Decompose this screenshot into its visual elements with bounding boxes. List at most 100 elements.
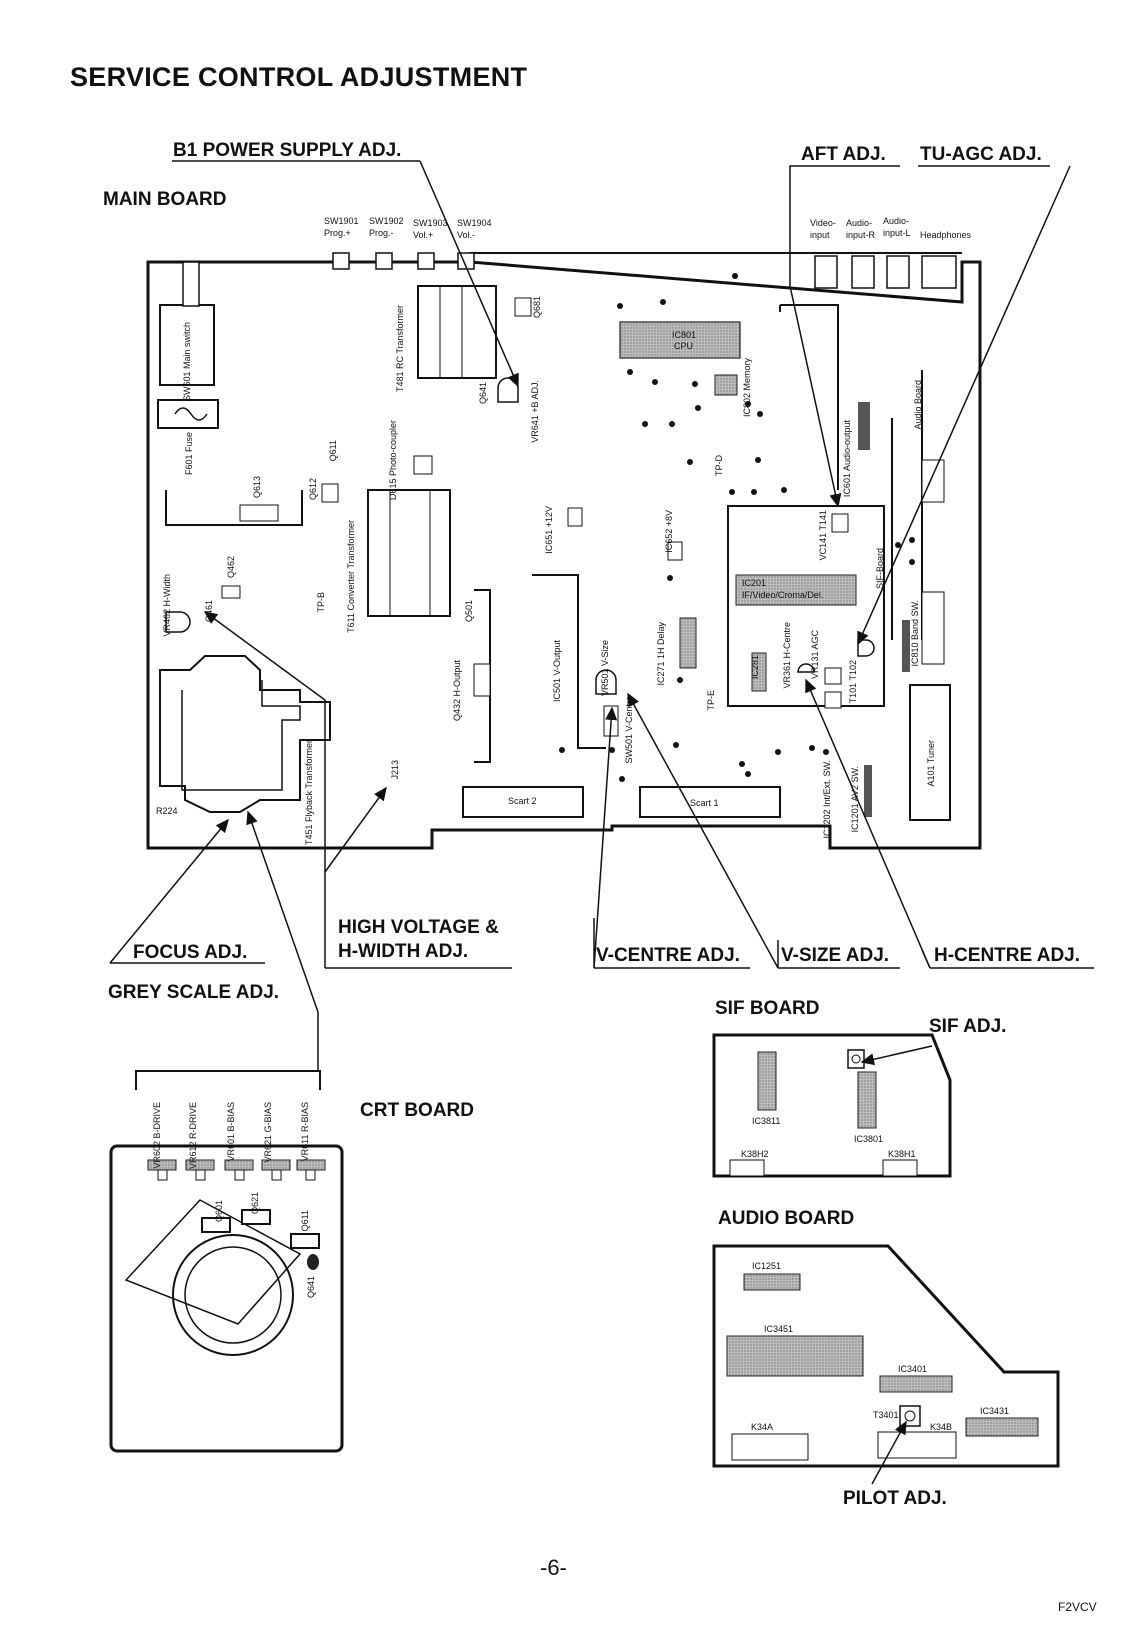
sw1904-label: SW1904 xyxy=(457,218,492,228)
scart1-label: Scart 1 xyxy=(690,798,719,808)
b1-power-adj-label: B1 POWER SUPPLY ADJ. xyxy=(173,140,402,161)
tpd-label: TP-D xyxy=(714,455,724,476)
t451-label: T451 Flyback Transformer xyxy=(304,740,314,846)
ic651-label: IC651 +12V xyxy=(544,506,554,554)
ic601-label: IC601 Audio-output xyxy=(842,420,852,498)
t611-label: T611 Converter Transformer xyxy=(346,520,356,633)
ic810-label: IC810 Band SW. xyxy=(910,600,920,667)
tpb-label: TP-B xyxy=(316,592,326,613)
video-input-label-2: input xyxy=(810,230,830,240)
sif-board-slot-label: SIF-Board xyxy=(875,548,885,590)
converter-transformer xyxy=(367,489,451,617)
audio-board-outline xyxy=(712,1244,1060,1468)
q611-crt-label: Q611 xyxy=(300,1210,310,1232)
audio-r-label: Audio- xyxy=(846,218,873,228)
main-switch xyxy=(159,304,215,386)
sw601-label: SW601 Main switch xyxy=(182,322,192,402)
t481-label: T481 RC Transformer xyxy=(395,305,405,393)
ic801-label: IC801 xyxy=(672,330,697,340)
ic801-cpu xyxy=(619,321,741,359)
ic201-label: IC201 xyxy=(742,578,767,588)
q612-label: Q612 xyxy=(308,478,318,501)
video-input-label: Video- xyxy=(810,218,836,228)
ic652-label: IC652 +8V xyxy=(664,510,674,553)
t3401-label: T3401 xyxy=(873,1410,899,1420)
sw1902-label: SW1902 xyxy=(369,216,404,226)
vr462-label: VR462 H-Width xyxy=(162,574,172,637)
sw1901-label: SW1901 xyxy=(324,216,359,226)
headphones-label: Headphones xyxy=(920,230,972,240)
ic281-label: IC281 xyxy=(750,655,760,680)
ic201 xyxy=(735,574,857,606)
sif-board-outline xyxy=(712,1033,952,1178)
ic802-label: IC802 Memory xyxy=(742,358,752,418)
q462-label: Q462 xyxy=(226,556,236,579)
ic271-label: IC271 1H Delay xyxy=(656,622,666,686)
main-board-outline xyxy=(146,260,982,850)
grey-scale-adj-label: GREY SCALE ADJ. xyxy=(108,982,280,1003)
tpe-label: TP-E xyxy=(706,690,716,711)
aft-adj-label: AFT ADJ. xyxy=(801,144,886,165)
fuse xyxy=(157,399,219,429)
k34a-label: K34A xyxy=(751,1422,774,1432)
main-board-label: MAIN BOARD xyxy=(103,189,227,210)
q601-label: Q601 xyxy=(214,1200,224,1223)
v-size-adj-label: V-SIZE ADJ. xyxy=(781,945,890,966)
vr601-label: VR601 B-BIAS xyxy=(226,1102,236,1162)
pilot-adj-label: PILOT ADJ. xyxy=(843,1488,947,1509)
ic201-fn: IF/Video/Croma/Del. xyxy=(742,590,824,600)
a101-label: A101 Tuner xyxy=(926,740,936,787)
vr611-label: VR611 R-BIAS xyxy=(300,1102,310,1162)
crt-presets xyxy=(147,1159,326,1171)
focus-adj-label: FOCUS ADJ. xyxy=(133,942,248,963)
document-code: F2VCV xyxy=(1058,1600,1097,1614)
crt-board-label: CRT BOARD xyxy=(360,1100,474,1121)
vr612-label: VR612 R-DRIVE xyxy=(188,1102,198,1170)
audio-l-label: Audio- xyxy=(883,216,910,226)
crt-board-outline xyxy=(109,1144,344,1453)
t141-label: VC141 T141 xyxy=(818,510,828,561)
q432-label: Q432 H-Output xyxy=(452,660,462,722)
vr621-label: VR621 G-BIAS xyxy=(263,1102,273,1163)
sw1903-fn: Vol.+ xyxy=(413,230,434,240)
sw1903-label: SW1903 xyxy=(413,218,448,228)
crt-socket xyxy=(172,1234,294,1356)
d615-label: D615 Photo-coupler xyxy=(388,420,398,501)
scart-2 xyxy=(462,786,584,818)
q621-label: Q621 xyxy=(250,1192,260,1215)
q641-crt-label: Q641 xyxy=(306,1276,316,1299)
sw1902-fn: Prog.- xyxy=(369,228,394,238)
sif-board-label: SIF BOARD xyxy=(715,998,820,1019)
q641-label: Q641 xyxy=(478,382,488,405)
sw1901-fn: Prog.+ xyxy=(324,228,351,238)
ic1202-label: IC1202 Int/Ext. SW. xyxy=(822,760,832,839)
j213-label: J213 xyxy=(390,760,400,780)
rc-transformer xyxy=(417,285,497,379)
sif-adj-label: SIF ADJ. xyxy=(929,1016,1007,1037)
k38h2-label: K38H2 xyxy=(741,1149,769,1159)
q613-label: Q613 xyxy=(252,476,262,499)
q681-label: Q681 xyxy=(532,296,542,319)
audio-r-label-2: input-R xyxy=(846,230,876,240)
ic3811-label: IC3811 xyxy=(752,1116,781,1126)
v-centre-adj-label: V-CENTRE ADJ. xyxy=(596,945,740,966)
k34b-label: K34B xyxy=(930,1422,953,1432)
vr501-label: VR501 V-Size xyxy=(600,640,610,697)
q461-label: Q461 xyxy=(204,600,214,623)
vr602-label: VR602 B-DRIVE xyxy=(152,1102,162,1169)
tu-agc-adj-label: TU-AGC ADJ. xyxy=(920,144,1042,165)
page-title: SERVICE CONTROL ADJUSTMENT xyxy=(70,62,528,92)
audio-board-label: AUDIO BOARD xyxy=(718,1208,855,1229)
ic3431-label: IC3431 xyxy=(980,1406,1010,1416)
tuner xyxy=(909,684,951,821)
flyback-transformer xyxy=(159,655,331,813)
k38h1-label: K38H1 xyxy=(888,1149,916,1159)
h-centre-adj-label: H-CENTRE ADJ. xyxy=(934,945,1081,966)
scart2-label: Scart 2 xyxy=(508,796,537,806)
ic501-label: IC501 V-Output xyxy=(552,640,562,703)
ic3401-label: IC3401 xyxy=(898,1364,928,1374)
vr361-label: VR361 H-Centre xyxy=(782,622,792,689)
ic801-fn: CPU xyxy=(674,341,694,351)
sw1904-fn: Vol.- xyxy=(457,230,476,240)
